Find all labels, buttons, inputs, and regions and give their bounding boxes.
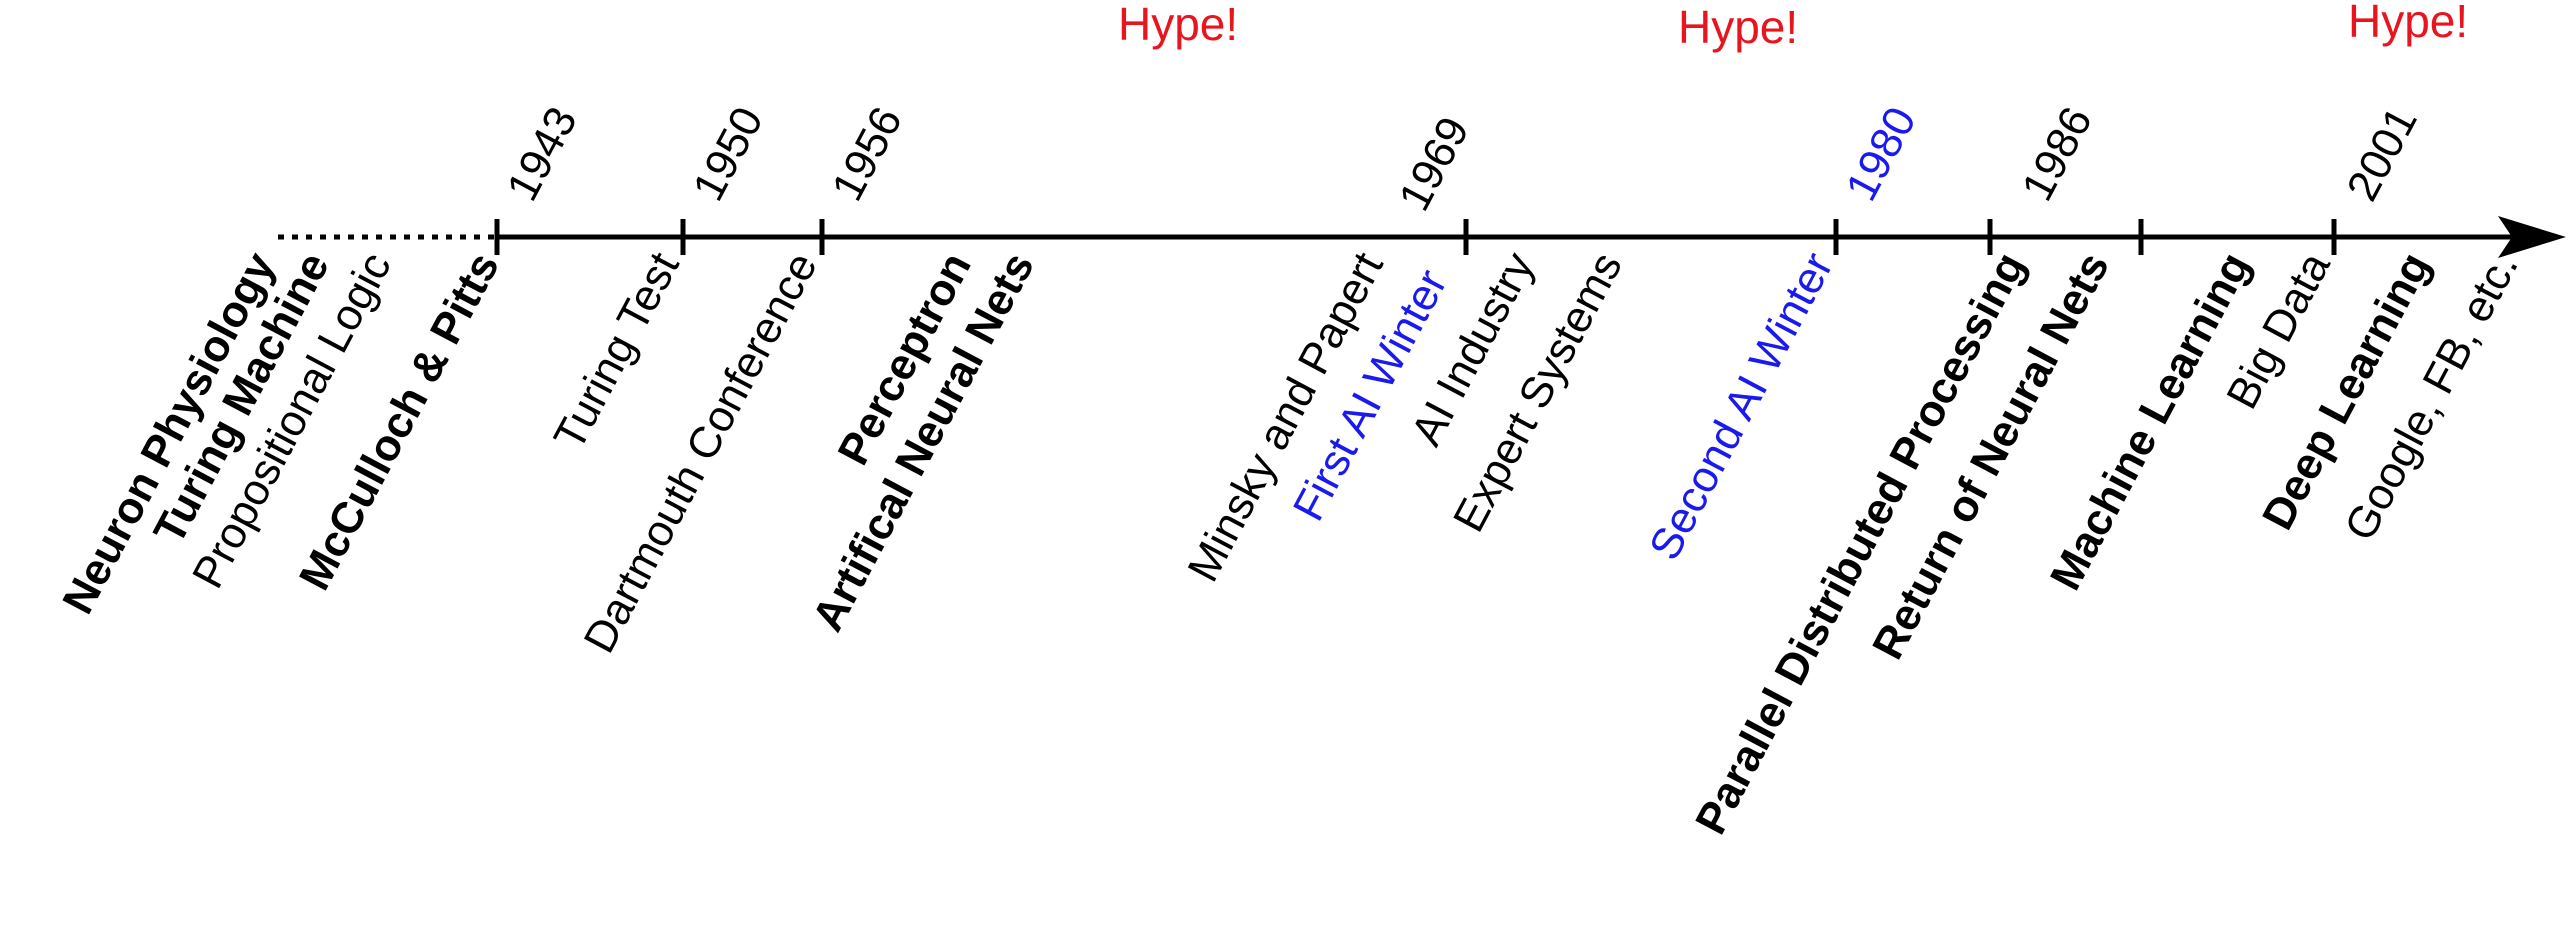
year-labels: 1943 1950 1956 1969 1980 1986 2001 <box>498 99 2427 218</box>
timeline-ticks <box>494 219 2337 255</box>
year-label: 1986 <box>2013 99 2102 208</box>
year-label: 1980 <box>1837 99 1926 208</box>
event-label: Parallel Distributed Processing <box>1686 245 2035 842</box>
event-labels: Neuron Physiology Turing Machine Proposi… <box>53 244 2528 842</box>
year-label: 1969 <box>1390 109 1479 218</box>
year-label: 1950 <box>684 99 773 208</box>
event-label: Second AI Winter <box>1640 245 1843 568</box>
year-label: 2001 <box>2338 99 2427 208</box>
year-label: 1956 <box>823 99 912 208</box>
event-label: Turing Test <box>545 245 689 458</box>
hype-label: Hype! <box>1118 0 1238 50</box>
hype-label: Hype! <box>1678 1 1798 53</box>
timeline-arrowhead <box>2498 216 2566 258</box>
year-label: 1943 <box>498 99 587 208</box>
hype-label: Hype! <box>2348 0 2468 47</box>
hype-markers: Hype! Hype! Hype! <box>1118 0 2468 53</box>
